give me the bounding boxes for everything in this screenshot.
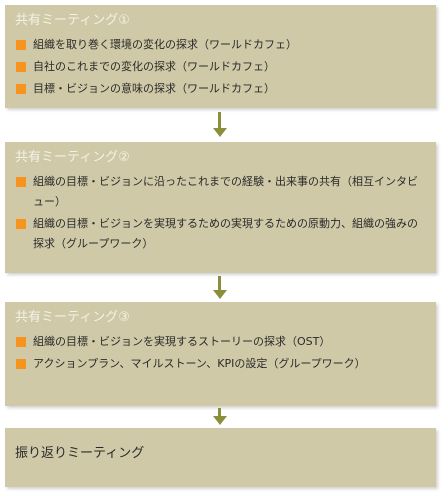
step-item-text: 目標・ビジョンの意味の探求（ワールドカフェ） [33,82,275,95]
step-item-list: 組織の目標・ビジョンを実現するストーリーの探求（OST） アクションプラン、マイ… [15,332,428,374]
step-box-review-meeting: 振り返りミーティング [5,428,436,487]
step-item-list: 組織の目標・ビジョンに沿ったこれまでの経験・出来事の共有（相互インタビュー） 組… [15,172,428,254]
step-item: 組織の目標・ビジョンを実現するための実現するための原動力、組織の強みの探求（グル… [15,214,428,254]
step-title: 共有ミーティング③ [15,310,130,325]
step-item: 自社のこれまでの変化の探求（ワールドカフェ） [15,57,428,77]
step-box-meeting-1: 共有ミーティング① 組織を取り巻く環境の変化の探求（ワールドカフェ） 自社のこれ… [5,5,436,108]
step-item: 組織を取り巻く環境の変化の探求（ワールドカフェ） [15,35,428,55]
square-bullet-icon [16,177,26,187]
square-bullet-icon [16,359,26,369]
step-item-list: 組織を取り巻く環境の変化の探求（ワールドカフェ） 自社のこれまでの変化の探求（ワ… [15,35,428,99]
step-item-text: 組織の目標・ビジョンを実現するストーリーの探求（OST） [33,335,331,348]
square-bullet-icon [16,84,26,94]
step-item: アクションプラン、マイルストーン、KPIの設定（グループワーク） [15,354,428,374]
down-arrow-icon [213,276,227,300]
step-item-text: 自社のこれまでの変化の探求（ワールドカフェ） [33,60,275,73]
step-title: 共有ミーティング① [15,13,130,28]
step-item: 目標・ビジョンの意味の探求（ワールドカフェ） [15,79,428,99]
step-item-text: 組織を取り巻く環境の変化の探求（ワールドカフェ） [33,38,297,51]
down-arrow-icon [213,408,227,426]
step-item-text: 組織の目標・ビジョンに沿ったこれまでの経験・出来事の共有（相互インタビュー） [33,175,418,208]
square-bullet-icon [16,219,26,229]
step-item: 組織の目標・ビジョンに沿ったこれまでの経験・出来事の共有（相互インタビュー） [15,172,428,212]
step-item-text: 組織の目標・ビジョンを実現するための実現するための原動力、組織の強みの探求（グル… [33,217,418,250]
down-arrow-icon [213,112,227,138]
step-title: 共有ミーティング② [15,150,130,165]
step-item: 組織の目標・ビジョンを実現するストーリーの探求（OST） [15,332,428,352]
step-title: 振り返りミーティング [15,446,145,461]
step-box-meeting-3: 共有ミーティング③ 組織の目標・ビジョンを実現するストーリーの探求（OST） ア… [5,302,436,406]
step-box-meeting-2: 共有ミーティング② 組織の目標・ビジョンに沿ったこれまでの経験・出来事の共有（相… [5,142,436,273]
square-bullet-icon [16,62,26,72]
square-bullet-icon [16,337,26,347]
step-item-text: アクションプラン、マイルストーン、KPIの設定（グループワーク） [33,357,366,370]
square-bullet-icon [16,40,26,50]
